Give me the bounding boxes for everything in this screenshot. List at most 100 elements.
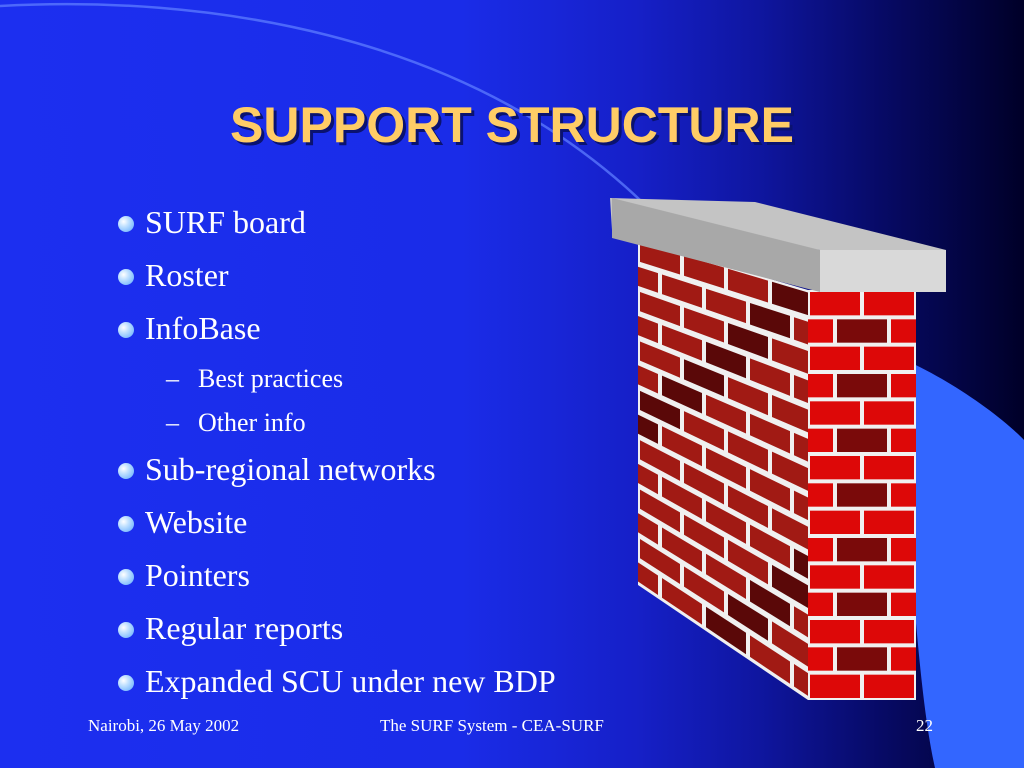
brick-side — [662, 476, 702, 520]
brick-side — [640, 539, 680, 585]
brick-side — [750, 469, 790, 512]
brick-side — [684, 255, 724, 289]
brick-front — [837, 592, 887, 616]
brick-side — [750, 524, 790, 569]
brick-side — [638, 562, 658, 596]
brick-side — [638, 463, 658, 495]
brick-side — [750, 413, 790, 454]
brick-front — [808, 647, 833, 671]
brick-front — [810, 510, 860, 534]
brick-side — [794, 490, 808, 521]
footer-presentation-title: The SURF System - CEA-SURF — [380, 716, 604, 735]
brick-side — [662, 375, 702, 414]
brick-side — [794, 548, 808, 579]
brick-side — [706, 553, 746, 600]
brick-front — [808, 374, 833, 398]
bullet-text: SURF board — [145, 204, 306, 240]
footer-slide-number: 22 — [916, 716, 933, 735]
bullet-dot-icon — [118, 675, 134, 691]
bullet-item: Roster — [116, 251, 676, 304]
bullet-item: Regular reports — [116, 604, 676, 657]
sub-bullet-item: –Other info — [116, 401, 676, 445]
brick-front — [864, 401, 914, 425]
brick-side — [638, 266, 658, 293]
bullet-item: InfoBase — [116, 304, 676, 357]
brick-side — [772, 564, 808, 609]
brick-side — [684, 307, 724, 343]
wall-cap-front — [820, 250, 946, 292]
bullet-item: Expanded SCU under new BDP — [116, 657, 676, 710]
brick-side — [772, 508, 808, 550]
brick-side — [794, 317, 808, 345]
brick-front — [810, 565, 860, 589]
bullet-text: Other info — [198, 408, 306, 437]
brick-side — [662, 527, 702, 572]
brick-side — [684, 359, 724, 397]
footer-date-location: Nairobi, 26 May 2002 — [88, 716, 240, 735]
bullet-item: Pointers — [116, 551, 676, 604]
brick-side — [750, 635, 790, 684]
brick-side — [728, 431, 768, 472]
brick-front — [891, 538, 916, 562]
brick-side — [640, 390, 680, 430]
brick-front — [864, 674, 914, 698]
brick-side — [662, 325, 702, 361]
brick-side — [640, 440, 680, 481]
bullet-text: Best practices — [198, 364, 344, 393]
brick-front — [810, 292, 860, 316]
wall-cap-side — [612, 198, 820, 292]
brick-side — [706, 394, 746, 434]
brick-side — [772, 621, 808, 667]
brick-front — [891, 319, 916, 343]
brick-side — [772, 394, 808, 433]
brick-side — [662, 426, 702, 467]
brick-side — [794, 664, 808, 696]
brick-front — [864, 456, 914, 480]
brick-side — [662, 274, 702, 308]
brick-front — [864, 565, 914, 589]
brick-side — [794, 432, 808, 462]
decorative-arc-line — [0, 2, 641, 201]
brick-front — [891, 374, 916, 398]
brick-front — [891, 647, 916, 671]
brick-side — [706, 447, 746, 489]
brick-side — [794, 375, 808, 404]
brick-front — [864, 510, 914, 534]
brick-front — [837, 538, 887, 562]
bullet-item: SURF board — [116, 198, 676, 251]
brick-side — [750, 579, 790, 627]
bullet-text: Regular reports — [145, 610, 344, 646]
brick-front — [837, 374, 887, 398]
bullet-text: Sub-regional networks — [145, 451, 436, 487]
sub-bullet-item: –Best practices — [116, 357, 676, 401]
brick-front — [808, 319, 833, 343]
bullet-dot-icon — [118, 269, 134, 285]
brick-side — [772, 281, 808, 316]
bullet-dot-icon — [118, 516, 134, 532]
brick-front — [864, 346, 914, 370]
bullet-text: InfoBase — [145, 310, 261, 346]
brick-side — [706, 500, 746, 544]
brick-front — [891, 428, 916, 452]
brick-side — [640, 292, 680, 327]
brick-side — [728, 539, 768, 585]
brick-side — [640, 341, 680, 378]
brick-side — [638, 315, 658, 344]
bullet-text: Expanded SCU under new BDP — [145, 663, 556, 699]
brick-side — [728, 377, 768, 416]
brick-side — [638, 365, 658, 394]
brick-side — [640, 242, 680, 275]
brick-front — [810, 674, 860, 698]
brick-side — [728, 268, 768, 303]
brick-side — [638, 414, 658, 444]
brick-side — [794, 606, 808, 638]
brick-side — [728, 485, 768, 529]
bullet-dot-icon — [118, 622, 134, 638]
brick-side — [728, 593, 768, 641]
brick-side — [662, 578, 702, 625]
bullet-text: Roster — [145, 257, 229, 293]
brick-side — [772, 451, 808, 491]
